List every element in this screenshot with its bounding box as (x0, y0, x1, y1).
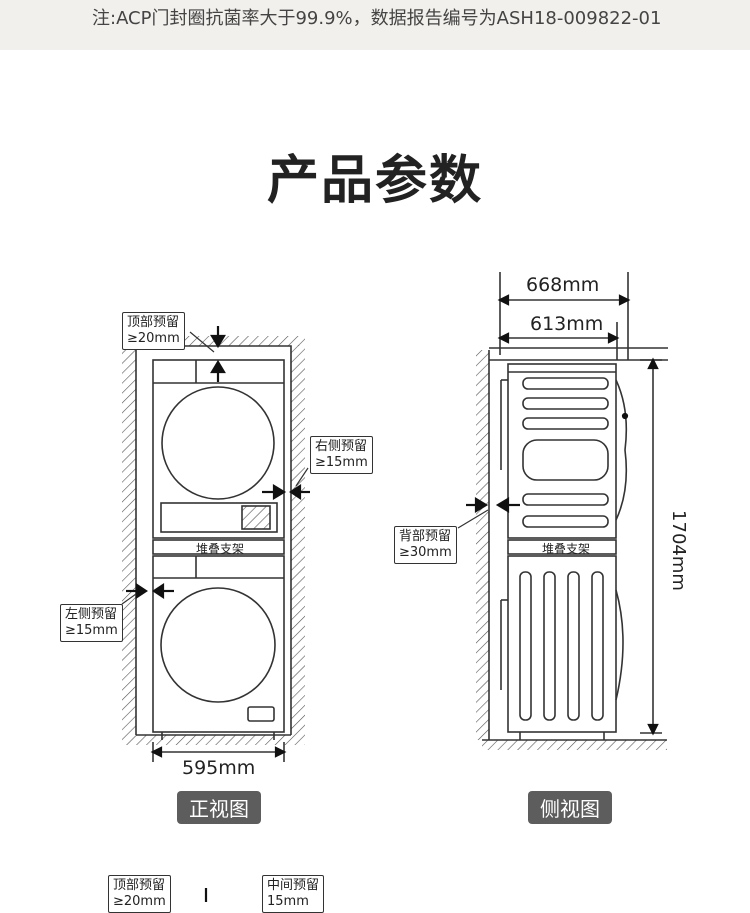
inner-depth-dimension: 613mm (530, 313, 604, 335)
page-title: 产品参数 (266, 151, 483, 211)
top-clearance-label: 顶部预留≥20mm (122, 312, 185, 350)
side-view-caption: 侧视图 (528, 791, 612, 824)
front-view-drawing (122, 336, 305, 762)
notice-banner: 注:ACP门封圈抗菌率大于99.9%，数据报告编号为ASH18-009822-0… (0, 0, 750, 50)
outer-depth-dimension: 668mm (526, 274, 600, 296)
side-view-arrows (466, 294, 659, 736)
front-rack-label: 堆叠支架 (196, 542, 245, 556)
height-dimension: 1704mm (667, 510, 689, 591)
right-clearance-label: 右侧预留≥15mm (310, 436, 373, 474)
back-clearance-label: 背部预留≥30mm (394, 526, 457, 564)
bottom-top-clearance-label: 顶部预留≥20mm (108, 875, 171, 913)
left-clearance-label: 左侧预留≥15mm (60, 604, 123, 642)
front-width-dimension: 595mm (182, 757, 256, 779)
side-view-drawing (476, 272, 668, 750)
side-rack-label: 堆叠支架 (542, 542, 591, 556)
front-view-arrows (126, 326, 310, 758)
front-view-caption: 正视图 (177, 791, 261, 824)
